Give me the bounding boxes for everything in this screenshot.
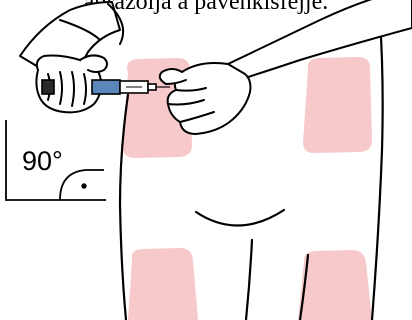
- pinching-hand: [160, 0, 412, 134]
- pen-hand: [20, 2, 123, 112]
- angle-label: 90°: [22, 146, 63, 176]
- injection-site-upper-right: [303, 57, 372, 153]
- injection-site-lower-right: [298, 250, 372, 320]
- injection-site-lower-left: [128, 248, 198, 320]
